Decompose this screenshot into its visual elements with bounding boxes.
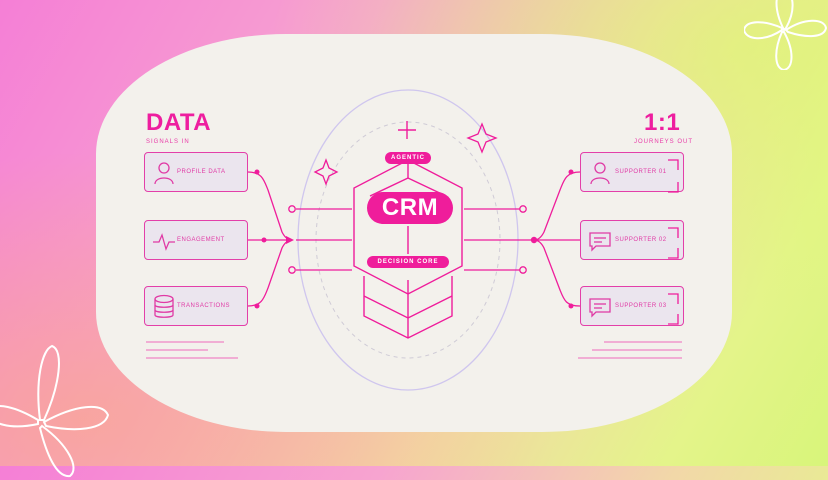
output-label: SUPPORTER 03 [615,303,667,309]
core-top-label: AGENTIC [385,152,431,164]
source-label: TRANSACTIONS [177,303,231,309]
person-icon [590,162,610,185]
left-title: DATA [146,109,212,136]
source-profile-data: PROFILE DATA [144,152,248,192]
message-icon [589,298,611,318]
output-supporter-01: SUPPORTER 01 [580,152,684,192]
output-label: SUPPORTER 01 [615,169,667,175]
right-subtitle: JOURNEYS OUT [634,139,694,145]
database-icon [154,294,174,318]
left-subtitle: SIGNALS IN [146,139,190,145]
source-transactions: TRANSACTIONS [144,286,248,326]
source-label: ENGAGEMENT [177,237,225,243]
output-supporter-03: SUPPORTER 03 [580,286,684,326]
pulse-icon [153,233,175,251]
star-sparkle-left-icon [313,158,339,186]
person-icon [154,162,174,185]
core-title: CRM [367,192,453,224]
right-title: 1:1 [644,109,681,136]
decorative-lines [146,159,682,359]
plus-sparkle-icon [398,121,416,139]
message-icon [589,232,611,252]
source-engagement: ENGAGEMENT [144,220,248,260]
flower-top-right-icon [744,0,828,70]
core-bottom-label: DECISION CORE [367,256,449,268]
output-label: SUPPORTER 02 [615,237,667,243]
left-nodes [254,169,294,309]
source-label: PROFILE DATA [177,169,226,175]
star-sparkle-right-icon [466,122,498,154]
output-supporter-02: SUPPORTER 02 [580,220,684,260]
